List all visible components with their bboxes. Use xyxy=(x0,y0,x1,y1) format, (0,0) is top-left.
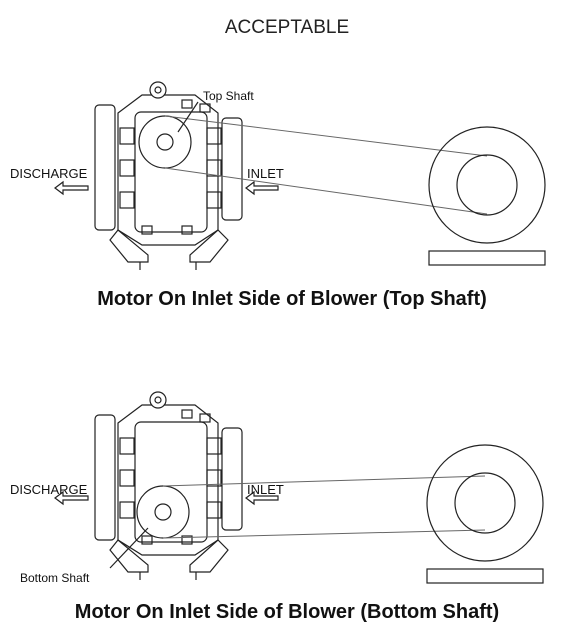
discharge-label: DISCHARGE xyxy=(10,482,88,497)
belt-bottom xyxy=(164,167,488,215)
shaft-label: Bottom Shaft xyxy=(20,571,90,585)
diagram-caption: Motor On Inlet Side of Blower (Top Shaft… xyxy=(97,288,487,310)
belt-bottom xyxy=(162,529,486,539)
blower-diagram-top-shaft: Top Shaft DISCHARGE INLET Motor On Inlet… xyxy=(10,81,546,310)
motor xyxy=(426,444,544,584)
shaft-pulley xyxy=(136,485,190,539)
belt-top xyxy=(164,115,488,157)
motor xyxy=(428,126,546,266)
diagram-caption: Motor On Inlet Side of Blower (Bottom Sh… xyxy=(75,601,499,623)
acceptable-heading: ACCEPTABLE xyxy=(225,17,349,38)
blower-unit xyxy=(54,81,279,271)
belt-top xyxy=(162,475,486,487)
discharge-label: DISCHARGE xyxy=(10,166,88,181)
shaft-label: Top Shaft xyxy=(203,89,254,103)
blower-diagram-bottom-shaft: Bottom Shaft DISCHARGE INLET Motor On In… xyxy=(10,391,544,623)
inlet-label: INLET xyxy=(247,166,284,181)
inlet-label: INLET xyxy=(247,482,284,497)
